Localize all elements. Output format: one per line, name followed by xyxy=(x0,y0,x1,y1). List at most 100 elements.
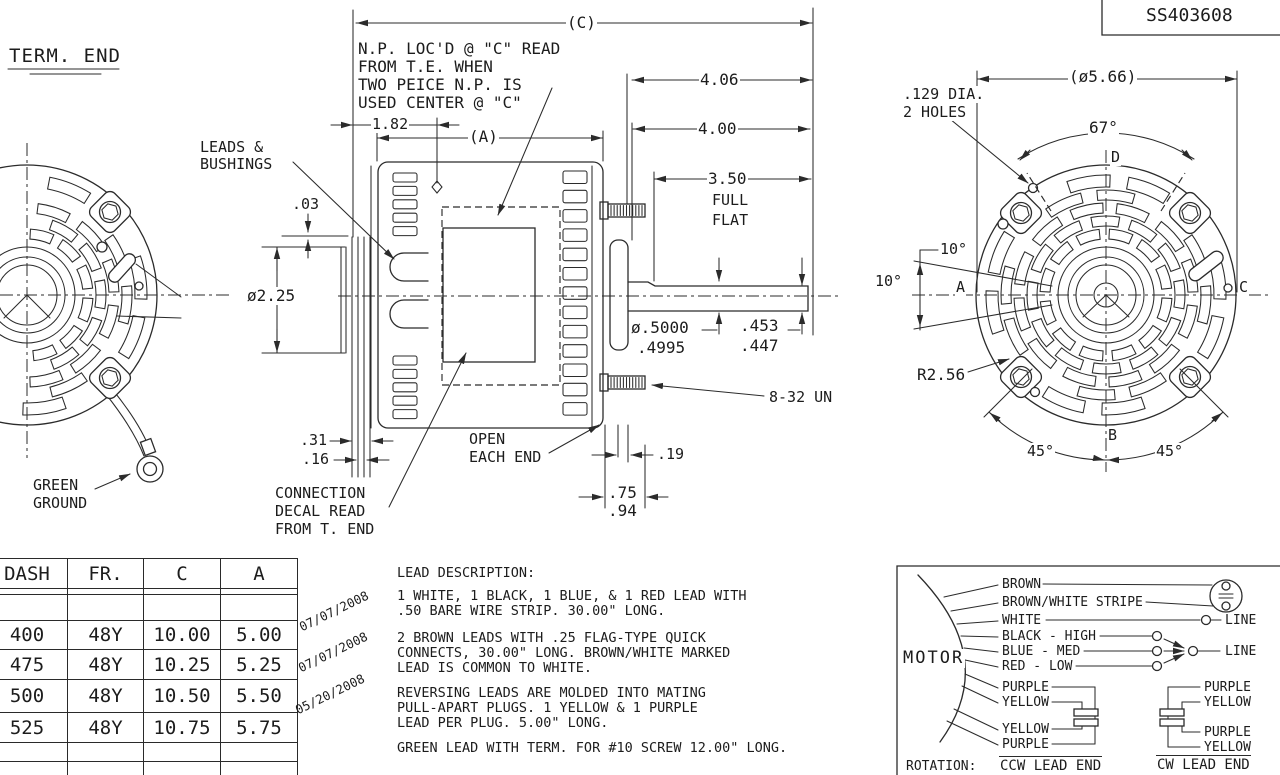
np-note-line2: FROM T.E. WHEN xyxy=(357,57,494,76)
cell-c: 10.00 xyxy=(143,620,221,650)
cw-purple-top: PURPLE xyxy=(1203,680,1252,696)
table-row: 400 48Y 10.00 5.00 xyxy=(0,620,298,650)
dim-31-label: .31 xyxy=(299,431,329,449)
lead-desc-line: CONNECTS, 30.00" LONG. BROWN/WHITE MARKE… xyxy=(396,645,732,661)
dim-03-label: .03 xyxy=(291,195,321,213)
col-header-dash: DASH xyxy=(0,558,68,589)
lead-desc-line: LEAD IS COMMON TO WHITE. xyxy=(396,660,594,676)
lead-brown-white: BROWN/WHITE STRIPE xyxy=(1001,595,1144,611)
point-a-label: A xyxy=(955,278,967,296)
lead-desc-line: REVERSING LEADS ARE MOLDED INTO MATING xyxy=(396,685,707,701)
leads-label-1: LEADS & xyxy=(199,138,265,156)
cw-purple-bottom: PURPLE xyxy=(1203,725,1252,741)
angle-45-right-label: 45° xyxy=(1155,442,1185,460)
dim-182-label: 1.82 xyxy=(371,115,410,133)
flat-label: FLAT xyxy=(711,211,750,229)
cell-fr: 48Y xyxy=(67,620,144,650)
leads-label-2: BUSHINGS xyxy=(199,155,274,173)
cw-yellow-bottom: YELLOW xyxy=(1203,740,1252,756)
lead-black-high: BLACK - HIGH xyxy=(1001,629,1097,645)
cell-dash: 475 xyxy=(0,649,68,680)
point-b-label: B xyxy=(1107,426,1119,444)
cell-dash: 400 xyxy=(0,620,68,650)
ccw-lead-end-label: CCW LEAD END xyxy=(999,756,1103,775)
radius-bolt-label: R2.56 xyxy=(916,365,967,384)
cell-c: 10.75 xyxy=(143,712,221,743)
ground-label: GROUND xyxy=(32,494,89,512)
angle-67-label: 67° xyxy=(1088,118,1119,137)
cell-c: 10.25 xyxy=(143,649,221,680)
cw-lead-end-label: CW LEAD END xyxy=(1156,755,1251,774)
cell-a: 5.50 xyxy=(220,679,298,713)
cell-fr: 48Y xyxy=(67,679,144,713)
lead-desc-title: LEAD DESCRIPTION: xyxy=(396,565,537,581)
angle-10-left-label: 10° xyxy=(874,272,904,290)
lead-yellow-bottom: YELLOW xyxy=(1001,722,1050,738)
point-c-label: C xyxy=(1238,278,1250,296)
flat-max-label: .453 xyxy=(739,316,780,335)
motor-label: MOTOR xyxy=(902,648,966,668)
point-d-label: D xyxy=(1110,148,1122,166)
np-note-line4: USED CENTER @ "C" xyxy=(357,93,523,112)
decal-label-3: FROM T. END xyxy=(274,520,376,538)
term-end-title: TERM. END xyxy=(8,45,122,67)
cw-yellow-top: YELLOW xyxy=(1203,695,1252,711)
dim-a-label: (A) xyxy=(468,127,499,146)
table-row: 475 48Y 10.25 5.25 xyxy=(0,649,298,680)
cell-fr: 48Y xyxy=(67,712,144,743)
col-header-a: A xyxy=(220,558,298,589)
dim-350-label: 3.50 xyxy=(707,169,748,188)
table-blank-row xyxy=(0,742,298,762)
flat-min-label: .447 xyxy=(739,336,780,355)
dim-400-label: 4.00 xyxy=(697,119,738,138)
lead-desc-line: .50 BARE WIRE STRIP. 30.00" LONG. xyxy=(396,603,667,619)
line-label-1: LINE xyxy=(1224,613,1258,629)
holes-label-2: 2 HOLES xyxy=(902,103,968,121)
lead-yellow-top: YELLOW xyxy=(1001,695,1050,711)
cell-a: 5.00 xyxy=(220,620,298,650)
lead-desc-line: LEAD PER PLUG. 5.00" LONG. xyxy=(396,715,610,731)
line-label-2: LINE xyxy=(1224,644,1258,660)
dim-225-label: ø2.25 xyxy=(246,286,297,305)
lead-white: WHITE xyxy=(1001,613,1043,629)
wiring-diagram-linework xyxy=(943,579,1243,748)
col-header-c: C xyxy=(143,558,221,589)
cell-c: 10.50 xyxy=(143,679,221,713)
shaft-dia-min-label: .4995 xyxy=(636,338,687,357)
thread-label: 8-32 UN xyxy=(768,388,834,406)
lead-brown: BROWN xyxy=(1001,577,1043,593)
lead-blue-med: BLUE - MED xyxy=(1001,644,1082,660)
cell-dash: 500 xyxy=(0,679,68,713)
dim-c-label: (C) xyxy=(566,13,597,32)
lead-desc-line: 2 BROWN LEADS WITH .25 FLAG-TYPE QUICK xyxy=(396,630,707,646)
lead-purple-top: PURPLE xyxy=(1001,680,1050,696)
dim-19-label: .19 xyxy=(656,445,686,463)
open-label-2: EACH END xyxy=(468,448,543,466)
dim-406-label: 4.06 xyxy=(699,70,740,89)
lead-purple-bottom: PURPLE xyxy=(1001,737,1050,753)
lead-desc-line: GREEN LEAD WITH TERM. FOR #10 SCREW 12.0… xyxy=(396,740,789,756)
lead-desc-line: PULL-APART PLUGS. 1 YELLOW & 1 PURPLE xyxy=(396,700,699,716)
table-header-row: DASH FR. C A xyxy=(0,558,298,589)
angle-10-top-label: 10° xyxy=(939,240,969,258)
full-label: FULL xyxy=(711,191,750,209)
cell-a: 5.25 xyxy=(220,649,298,680)
dimension-linework xyxy=(0,0,1280,509)
col-header-fr: FR. xyxy=(67,558,144,589)
drawing-number: SS403608 xyxy=(1145,5,1234,26)
table-blank-row xyxy=(0,761,298,775)
table-row: 525 48Y 10.75 5.75 xyxy=(0,712,298,743)
table-blank-row xyxy=(0,594,298,621)
cell-a: 5.75 xyxy=(220,712,298,743)
dim-94-label: .94 xyxy=(607,501,638,520)
cell-fr: 48Y xyxy=(67,649,144,680)
dash-spec-table: DASH FR. C A 400 48Y 10.00 5.00 475 48Y … xyxy=(0,558,298,775)
dim-75-label: .75 xyxy=(607,483,638,502)
rotation-label: ROTATION: xyxy=(905,759,978,775)
np-note-line1: N.P. LOC'D @ "C" READ xyxy=(357,39,562,58)
np-note-line3: TWO PEICE N.P. IS xyxy=(357,75,523,94)
green-label: GREEN xyxy=(32,476,80,494)
dim-566-label: (ø5.66) xyxy=(1068,67,1138,86)
